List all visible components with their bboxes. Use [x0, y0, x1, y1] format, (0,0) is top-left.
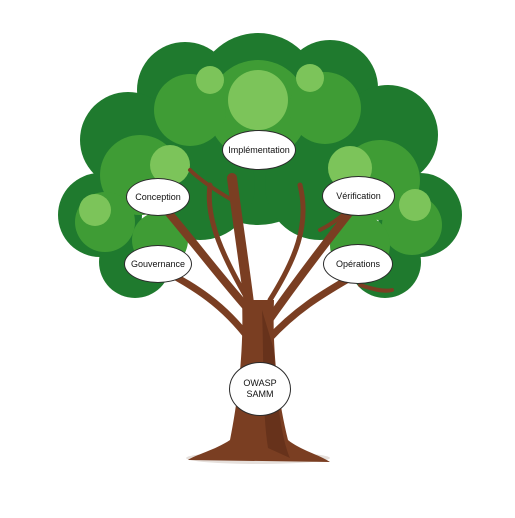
node-owasp-samm: OWASP SAMM — [229, 362, 291, 416]
node-operations: Opérations — [323, 244, 393, 284]
node-verification: Vérification — [322, 176, 395, 216]
node-conception: Conception — [126, 178, 190, 216]
node-implementation: Implémentation — [222, 130, 296, 170]
node-gouvernance: Gouvernance — [124, 245, 192, 283]
